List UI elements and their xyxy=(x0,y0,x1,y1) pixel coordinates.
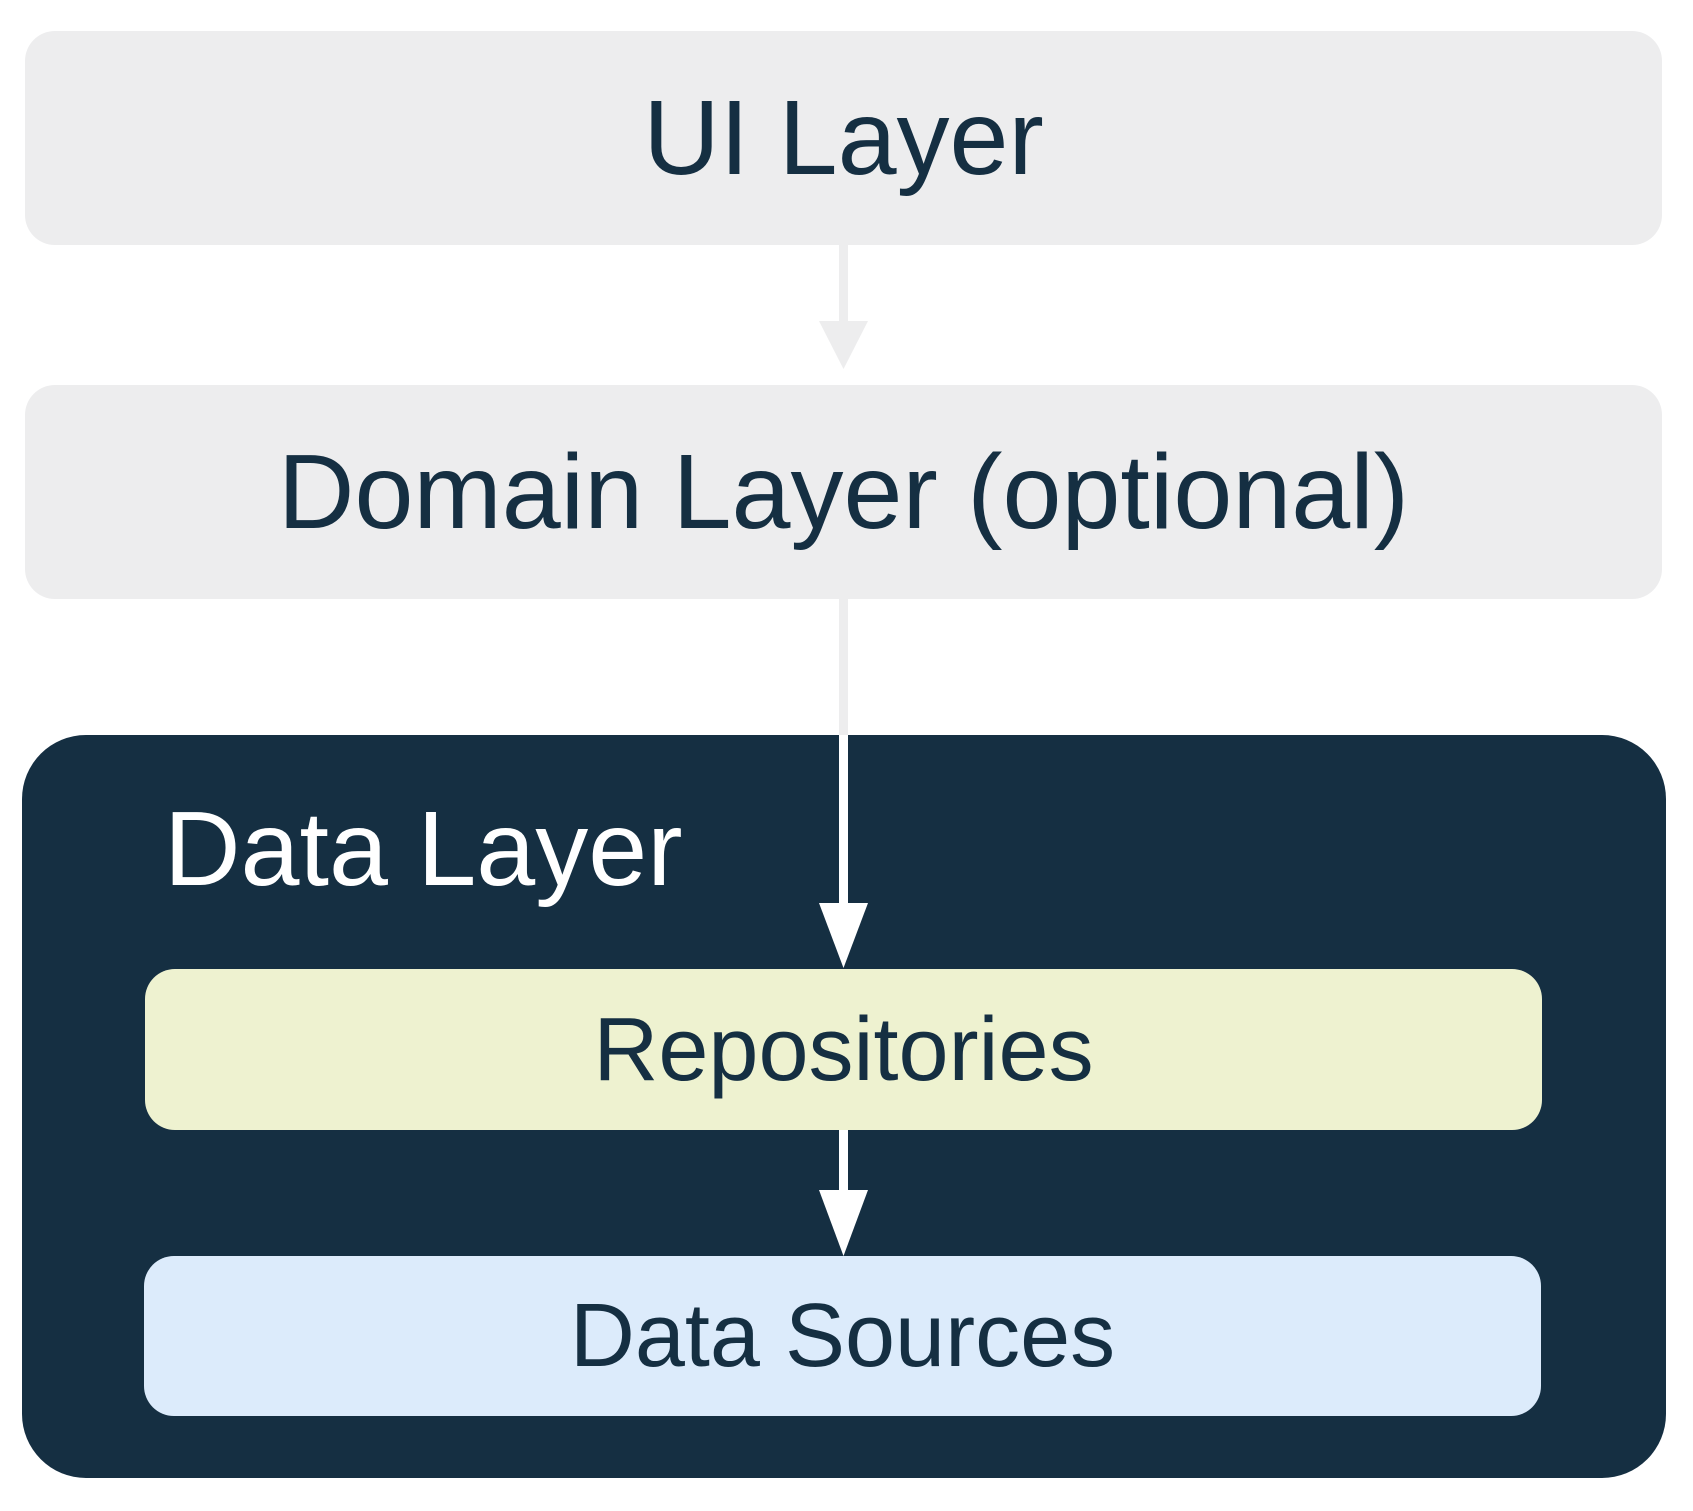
ui-layer-label: UI Layer xyxy=(643,79,1044,197)
data-sources-box: Data Sources xyxy=(144,1256,1541,1416)
arrow-shaft xyxy=(839,245,848,323)
arrow-ui-to-domain xyxy=(819,245,868,369)
repositories-box: Repositories xyxy=(145,969,1542,1130)
arrow-head xyxy=(819,903,868,968)
domain-layer-box: Domain Layer (optional) xyxy=(25,385,1662,599)
arrow-shaft-gray xyxy=(839,599,848,736)
arrow-head xyxy=(819,1190,868,1256)
arrow-head xyxy=(819,321,868,369)
arrow-shaft xyxy=(839,1130,848,1192)
arrow-repositories-to-data-sources xyxy=(819,1130,868,1256)
data-sources-label: Data Sources xyxy=(569,1286,1116,1386)
repositories-label: Repositories xyxy=(593,999,1094,1100)
arrow-domain-to-repositories xyxy=(819,599,868,968)
domain-layer-label: Domain Layer (optional) xyxy=(277,433,1410,551)
data-layer-label: Data Layer xyxy=(164,790,683,908)
ui-layer-box: UI Layer xyxy=(25,31,1662,245)
arrow-shaft-white xyxy=(839,735,848,905)
